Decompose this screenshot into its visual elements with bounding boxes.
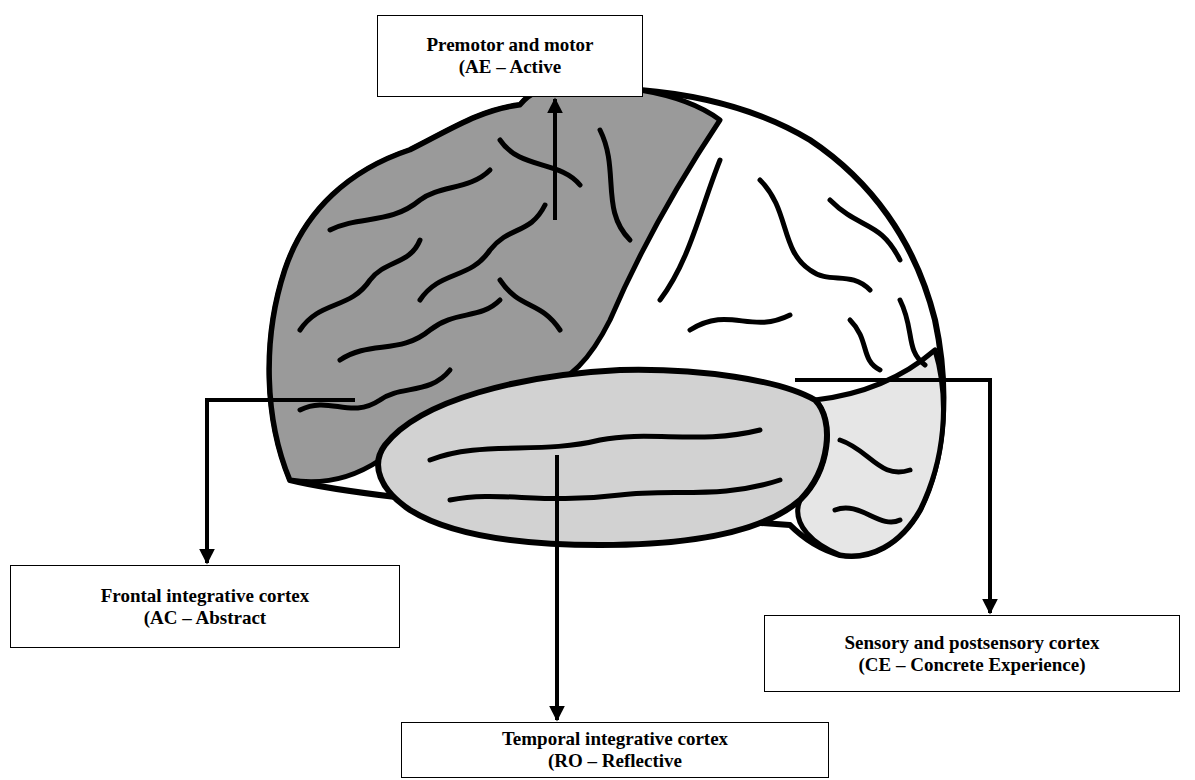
label-line: Frontal integrative cortex xyxy=(101,585,310,607)
label-line: (RO – Reflective xyxy=(502,750,728,772)
leader-arrow xyxy=(555,455,559,720)
brain-outline xyxy=(269,82,943,556)
leader-arrow xyxy=(207,400,355,563)
label-box: Temporal integrative cortex (RO – Reflec… xyxy=(401,722,829,778)
box-label: Premotor and motor (AE – Active xyxy=(426,34,593,78)
sulci xyxy=(300,130,925,522)
label-line: (AE – Active xyxy=(426,56,593,78)
label-box: Sensory and postsensory cortex (CE – Con… xyxy=(764,615,1180,692)
label-line: (CE – Concrete Experience) xyxy=(845,654,1100,676)
box-label: Frontal integrative cortex (AC – Abstrac… xyxy=(101,585,310,629)
leader-arrow xyxy=(553,99,557,220)
leader-arrow xyxy=(795,380,990,613)
label-line: Sensory and postsensory cortex xyxy=(845,632,1100,654)
box-label: Temporal integrative cortex (RO – Reflec… xyxy=(502,728,728,772)
label-line: (AC – Abstract xyxy=(101,607,310,629)
temporal-lobe xyxy=(378,370,827,545)
label-line: Temporal integrative cortex xyxy=(502,728,728,750)
label-box: Frontal integrative cortex (AC – Abstrac… xyxy=(10,565,400,648)
box-label: Sensory and postsensory cortex (CE – Con… xyxy=(845,632,1100,676)
label-box: Premotor and motor (AE – Active xyxy=(377,15,643,97)
label-line: Premotor and motor xyxy=(426,34,593,56)
